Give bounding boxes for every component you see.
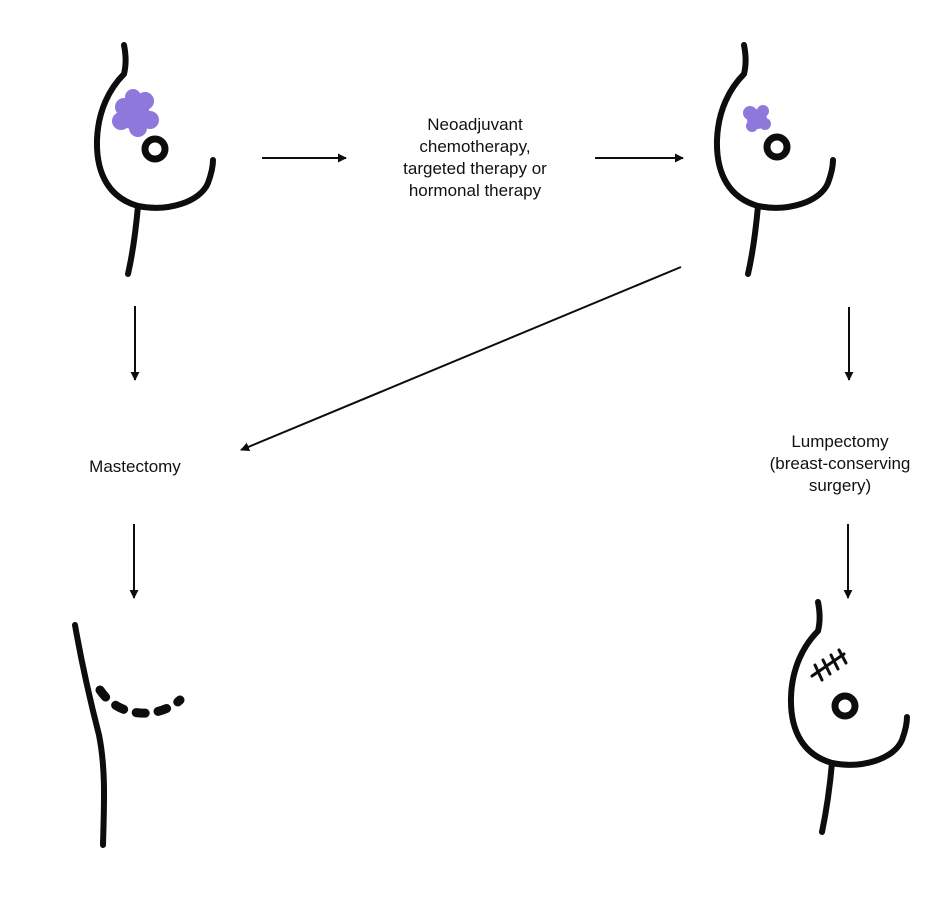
stitch-scar (810, 648, 848, 682)
neoadjuvant-therapy-label: Neoadjuvant chemotherapy, targeted thera… (370, 114, 580, 202)
neoadjuvant-line: Neoadjuvant (427, 115, 523, 134)
mastectomy-label: Mastectomy (60, 456, 210, 478)
breast-with-tumor-icon (93, 42, 216, 277)
chest-after-mastectomy-icon (72, 622, 185, 848)
arrow-diagonal-to-mastectomy (240, 266, 682, 452)
tumor-mass (743, 105, 771, 132)
lumpectomy-line: Lumpectomy (791, 432, 889, 451)
neoadjuvant-line: hormonal therapy (408, 181, 542, 200)
breast-with-scar-icon (787, 599, 910, 835)
tumor-mass (112, 89, 159, 137)
mastectomy-line: Mastectomy (89, 457, 181, 476)
lumpectomy-line: surgery) (808, 476, 872, 495)
lumpectomy-line: (breast-conserving (769, 454, 911, 473)
lumpectomy-label: Lumpectomy (breast-conserving surgery) (740, 431, 940, 497)
neoadjuvant-line: targeted therapy or (403, 159, 547, 178)
breast-with-shrunken-tumor-icon (713, 42, 836, 277)
neoadjuvant-line: chemotherapy, (419, 137, 531, 156)
